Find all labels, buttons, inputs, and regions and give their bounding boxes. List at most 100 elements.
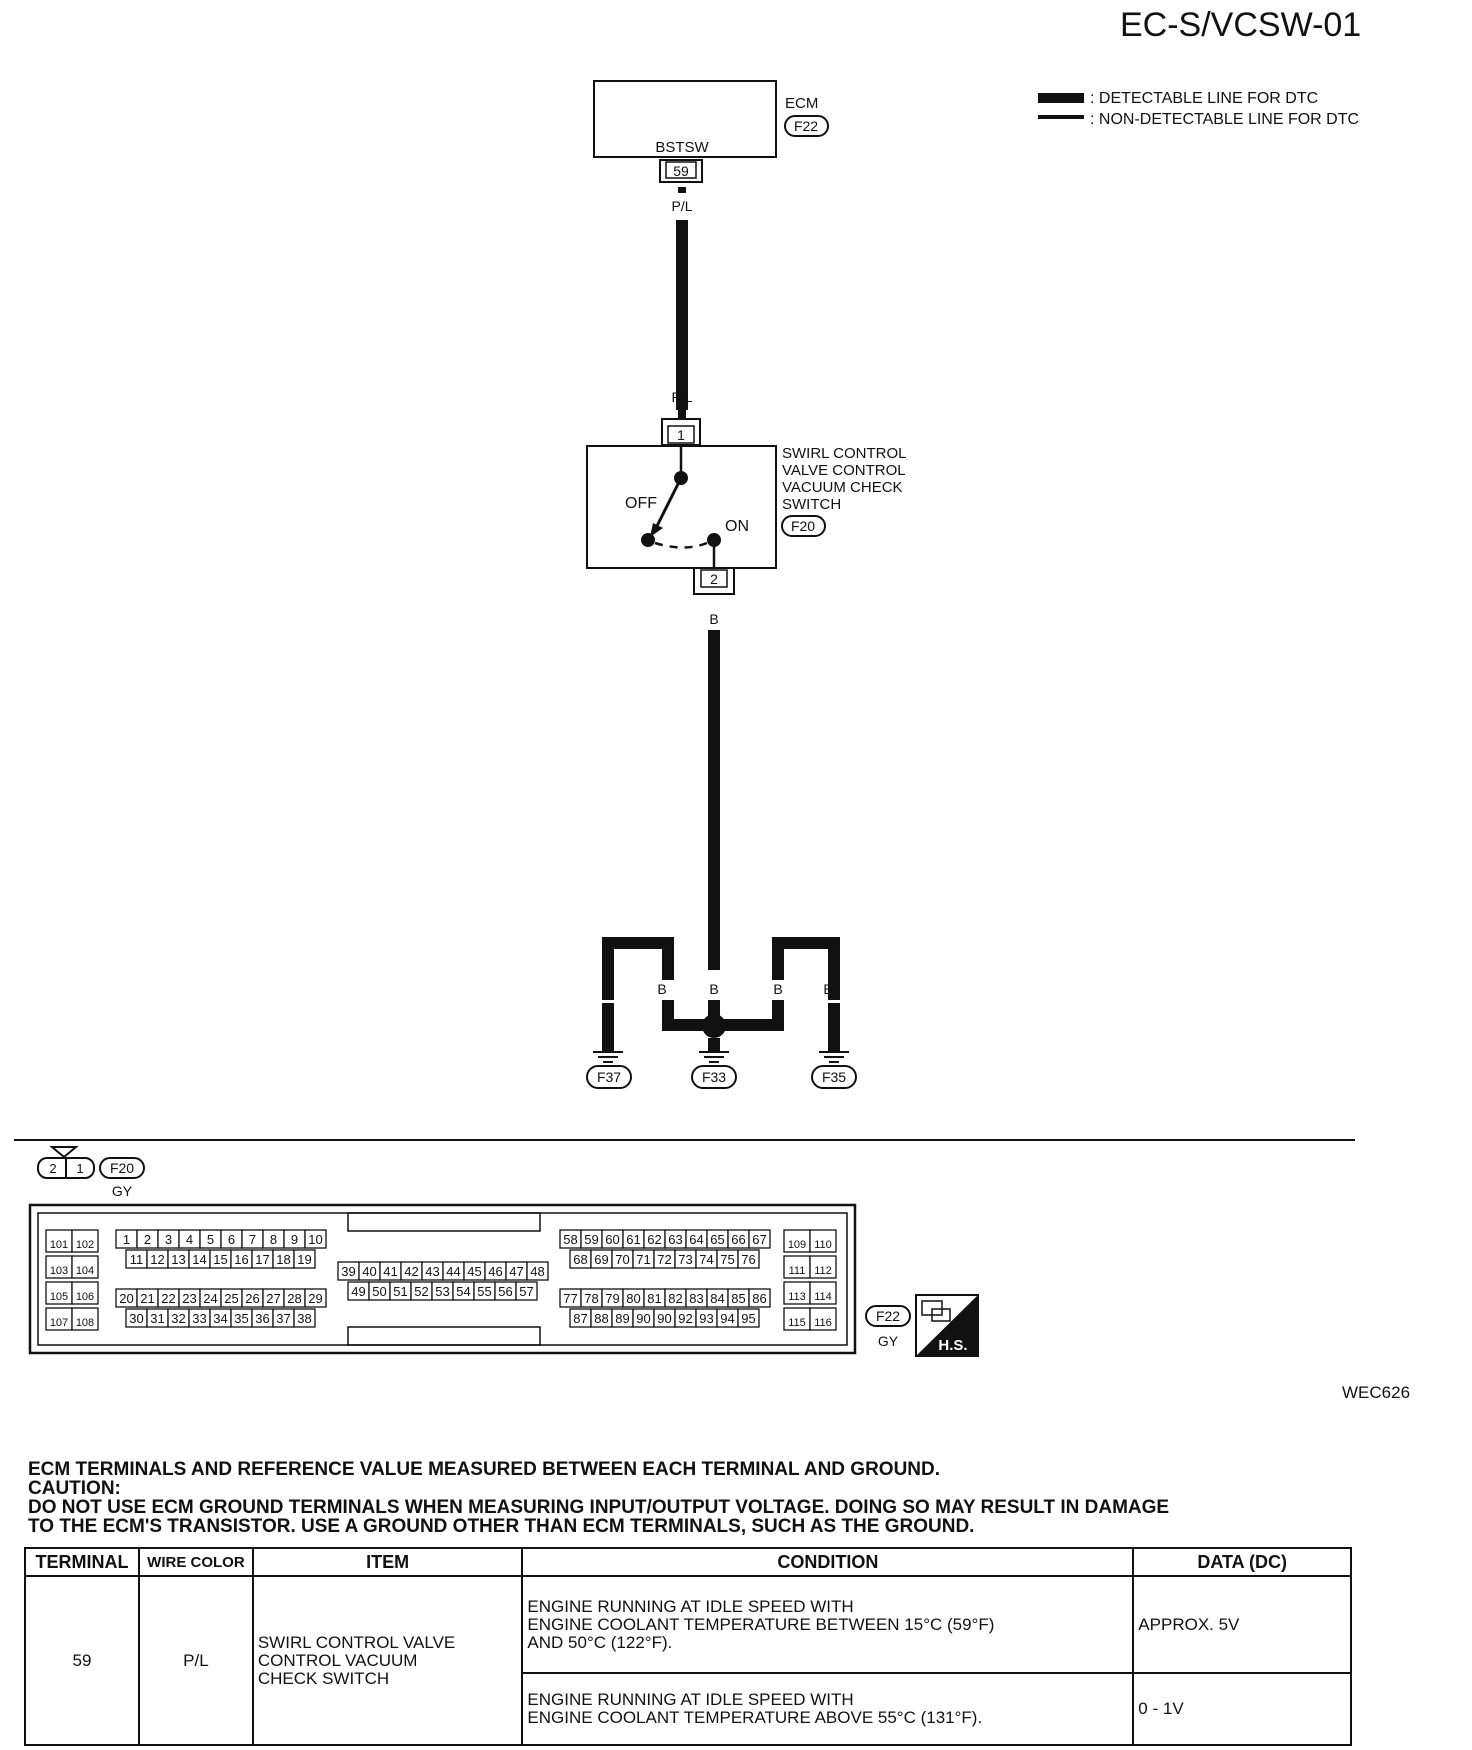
ground-point-f35: F35 — [822, 1069, 846, 1085]
ecm-pin-m2-6: 55 — [477, 1284, 491, 1299]
ground-branch-right-top — [772, 937, 840, 1000]
ground-wire-f37 — [602, 1003, 614, 1051]
switch-top-pin-box — [667, 425, 695, 444]
ecm-terminal-name: BSTSW — [655, 139, 709, 156]
ecm-pin-a2-6: 17 — [255, 1252, 269, 1267]
ecm-pin-d2-3: 90 — [636, 1311, 650, 1326]
ground-color-1: B — [604, 981, 613, 997]
ecm-pin-c2-0: 68 — [573, 1252, 587, 1267]
ecm-pin-a1-5: 6 — [228, 1232, 235, 1247]
ecm-pin-housing — [659, 159, 703, 183]
ecm-pin-d1-5: 82 — [668, 1291, 682, 1306]
ecm-pin-c2-8-box — [737, 1249, 760, 1269]
ecm-pin-m1-4: 43 — [425, 1264, 439, 1279]
ecm-pin-a2-0: 11 — [130, 1252, 144, 1267]
ecm-connector-key-top — [347, 1212, 541, 1232]
reference-id: WEC626 — [1342, 1383, 1410, 1402]
caption-block: ECM TERMINALS AND REFERENCE VALUE MEASUR… — [28, 1460, 1358, 1536]
legend-non-detectable-label: : NON-DETECTABLE LINE FOR DTC — [1090, 111, 1359, 128]
ecm-pin-c2-6: 74 — [699, 1252, 713, 1267]
hs-label: H.S. — [938, 1337, 967, 1354]
ecm-pin-c1-7: 65 — [710, 1232, 724, 1247]
switch-label-1: SWIRL CONTROL — [782, 445, 906, 462]
wire-stub-switch — [678, 408, 686, 420]
ground-color-4: B — [773, 981, 782, 997]
wire-color-upper: P/L — [671, 198, 692, 214]
wire-color-b: B — [709, 611, 718, 627]
cell-condition-1: ENGINE RUNNING AT IDLE SPEED WITH ENGINE… — [521, 1575, 1135, 1674]
ecm-pin-b2-8-box — [293, 1308, 316, 1328]
wire-color-lower: P/L — [671, 389, 692, 405]
ecm-pin-a2-3: 14 — [192, 1252, 206, 1267]
ecm-pin-b2-7: 37 — [276, 1311, 290, 1326]
switch-bottom-pin-box — [700, 569, 728, 588]
header-condition: CONDITION — [521, 1547, 1135, 1577]
ecm-pin-right-3b: 116 — [814, 1317, 832, 1329]
ecm-pin-a1-7: 8 — [270, 1232, 277, 1247]
ecm-pin-m1-1: 40 — [362, 1264, 376, 1279]
ecm-pin-b1-9: 29 — [308, 1291, 322, 1306]
ecm-pin-c1-8: 66 — [731, 1232, 745, 1247]
ecm-pin-right-1b-box — [809, 1255, 837, 1279]
switch-on-label: ON — [725, 518, 749, 535]
reference-table: TERMINAL WIRE COLOR ITEM CONDITION DATA … — [24, 1547, 1352, 1746]
ecm-pin-m2-7: 56 — [498, 1284, 512, 1299]
ecm-pin-left-0a: 101 — [50, 1239, 68, 1251]
switch-off-label: OFF — [625, 495, 657, 512]
switch-pin-top: 1 — [677, 427, 685, 443]
legend-detectable-swatch — [1038, 93, 1084, 103]
table-row: 59 P/L SWIRL CONTROL VALVE CONTROL VACUU… — [24, 1575, 1352, 1746]
ecm-pin-d1-0: 77 — [563, 1291, 577, 1306]
cell-terminal: 59 — [24, 1575, 140, 1746]
ecm-pin-d1-1: 78 — [584, 1291, 598, 1306]
ecm-pin-d1-2: 79 — [605, 1291, 619, 1306]
caption-line-3: DO NOT USE ECM GROUND TERMINALS WHEN MEA… — [28, 1497, 1170, 1518]
switch-label-2: VALVE CONTROL — [782, 462, 906, 479]
switch-pin-bottom: 2 — [710, 571, 718, 587]
ecm-pin-right-3b-box — [809, 1307, 837, 1331]
ecm-pin-m2-8: 57 — [519, 1284, 533, 1299]
ecm-pin-c2-8: 76 — [741, 1252, 755, 1267]
cell-data-1: APPROX. 5V — [1132, 1575, 1352, 1674]
switch-label-4: SWITCH — [782, 496, 841, 513]
ecm-pin-left-2b: 106 — [76, 1291, 94, 1303]
ground-color-5: B — [823, 981, 832, 997]
hs-connector-icon: H.S. — [915, 1294, 979, 1357]
ground-symbol-f37: F37 — [586, 1051, 632, 1089]
caption-line-1: ECM TERMINALS AND REFERENCE VALUE MEASUR… — [28, 1459, 941, 1480]
legend-non-detectable-swatch — [1038, 115, 1084, 119]
ecm-box — [593, 80, 777, 158]
legend-detectable-label: : DETECTABLE LINE FOR DTC — [1090, 90, 1318, 107]
ecm-pin-a1-1: 2 — [144, 1232, 151, 1247]
ecm-pin-a1-6: 7 — [249, 1232, 256, 1247]
ecm-pin-m1-0: 39 — [341, 1264, 355, 1279]
legend: : DETECTABLE LINE FOR DTC : NON-DETECTAB… — [1038, 90, 1359, 128]
header-item: ITEM — [251, 1547, 524, 1577]
ground-symbol-f33: F33 — [691, 1051, 737, 1089]
ecm-pin-right-0a: 109 — [788, 1239, 806, 1251]
cell-wire-color: P/L — [137, 1575, 254, 1746]
switch-bottom-pin-housing — [693, 567, 735, 595]
ecm-pin-right-1a: 111 — [789, 1265, 806, 1277]
ecm-pin-d1-4: 81 — [647, 1291, 661, 1306]
ecm-pin-a2-7: 18 — [276, 1252, 290, 1267]
ecm-pin-m2-4: 53 — [435, 1284, 449, 1299]
ecm-pin-a2-8-box — [293, 1249, 316, 1269]
ecm-pin-m1-9: 48 — [530, 1264, 544, 1279]
header-wire-color: WIRE COLOR — [137, 1547, 254, 1577]
ecm-face-connector-id: F22 — [876, 1308, 900, 1324]
ecm-pin-c2-4: 72 — [657, 1252, 671, 1267]
ecm-pin-a2-4: 15 — [213, 1252, 227, 1267]
ecm-pin-b2-0: 30 — [129, 1311, 143, 1326]
switch-label-3: VACUUM CHECK — [782, 479, 903, 496]
ecm-pin-b1-6: 26 — [245, 1291, 259, 1306]
switch-connector-badge — [781, 515, 826, 537]
table-row: ENGINE RUNNING AT IDLE SPEED WITH ENGINE… — [25, 1672, 1352, 1746]
ecm-pin-b1-1: 21 — [140, 1291, 154, 1306]
ecm-pin-d2-0: 87 — [573, 1311, 587, 1326]
f20-connector-id: F20 — [110, 1160, 134, 1176]
caption-line-4: TO THE ECM'S TRANSISTOR. USE A GROUND OT… — [28, 1516, 975, 1537]
ecm-pin-m2-8-box — [515, 1281, 538, 1301]
ecm-pin-d1-3: 80 — [626, 1291, 640, 1306]
